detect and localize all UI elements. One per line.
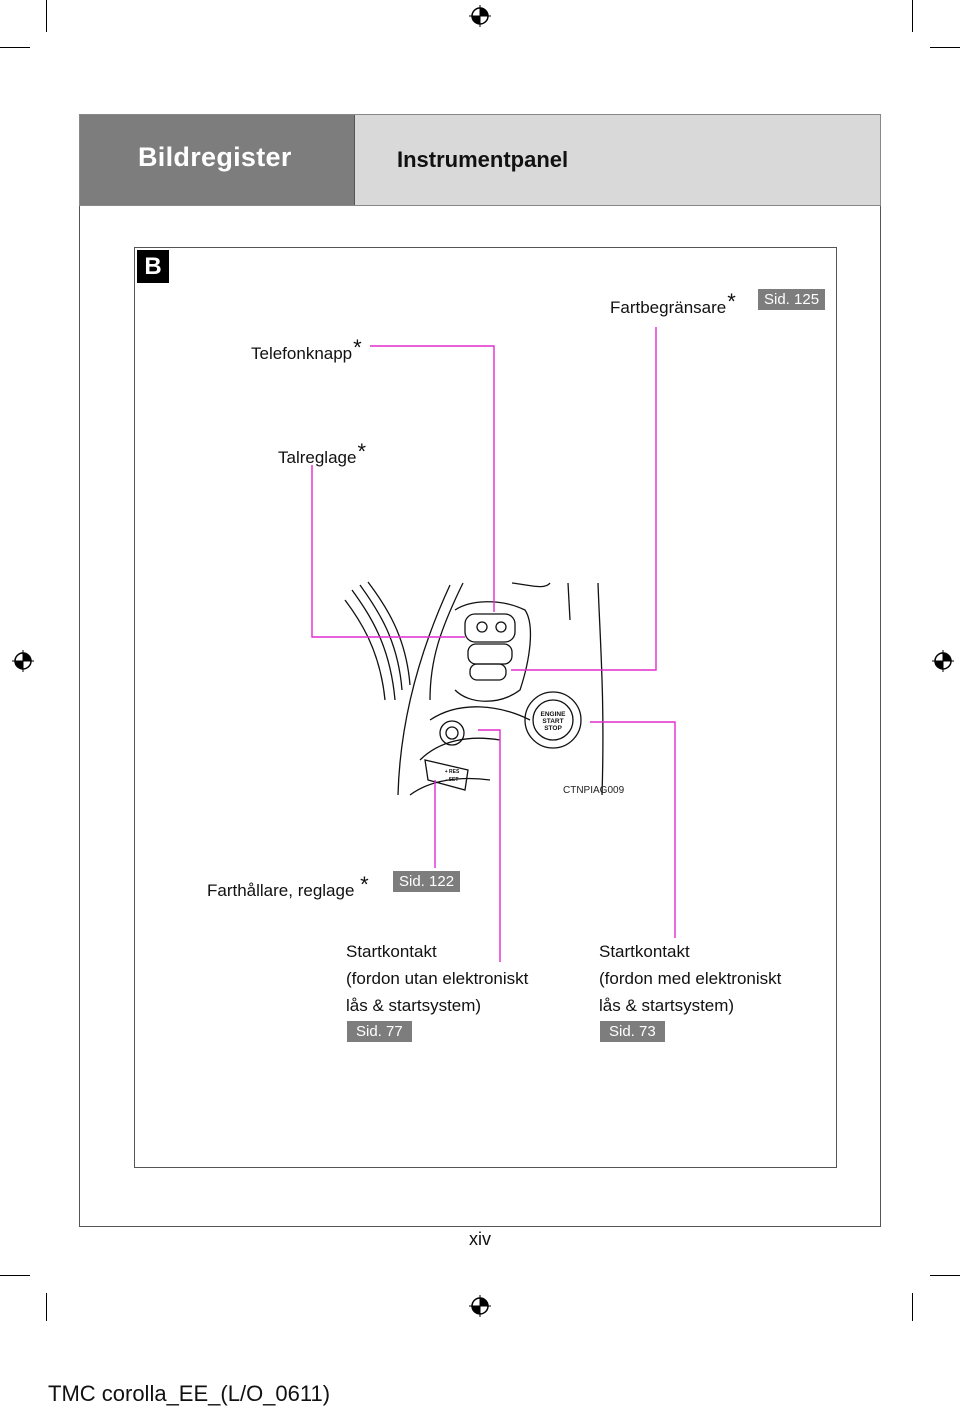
registration-mark-icon [469, 5, 491, 27]
crop-mark [930, 47, 960, 48]
startkontakt-utan-line2: (fordon utan elektroniskt [346, 969, 529, 988]
startkontakt-med-line3: lås & startsystem) [599, 996, 735, 1015]
startkontakt-utan-line3: lås & startsystem) [346, 996, 482, 1015]
page-number: xiv [469, 1229, 491, 1249]
crop-mark [930, 1275, 960, 1276]
page-ref-startkontakt-utan[interactable]: Sid. 77 [347, 1021, 412, 1042]
talreglage-label: Talreglage* [278, 439, 367, 467]
crop-mark [912, 0, 913, 32]
section-tab: Bildregister [80, 115, 355, 205]
fartbegransare-label: Fartbegränsare* [610, 289, 736, 317]
asterisk: * [357, 439, 367, 464]
crop-mark [0, 1275, 30, 1276]
asterisk: * [353, 335, 362, 360]
startkontakt-med-block: Startkontakt (fordon med elektroniskt lå… [599, 938, 781, 1019]
startkontakt-utan-block: Startkontakt (fordon utan elektroniskt l… [346, 938, 528, 1019]
telefonknapp-label: Telefonknapp* [251, 335, 362, 363]
set-label: - SET [446, 777, 459, 783]
leader-lines [311, 327, 676, 962]
stop-label: STOP [544, 725, 562, 732]
page-frame [79, 206, 881, 1227]
startkontakt-utan-line1: Startkontakt [346, 942, 437, 961]
title-bar: Instrumentpanel [355, 115, 880, 205]
start-label: START [542, 718, 563, 725]
illustration-code: CTNPIAG009 [563, 785, 625, 796]
crop-mark [46, 0, 47, 32]
crop-mark [912, 1293, 913, 1321]
page-ref-fartbegransare[interactable]: Sid. 125 [758, 289, 826, 310]
asterisk: * [727, 289, 736, 314]
page-ref-startkontakt-med[interactable]: Sid. 73 [600, 1021, 665, 1042]
print-footer: TMC corolla_EE_(L/O_0611) [48, 1381, 331, 1406]
startkontakt-med-line1: Startkontakt [599, 942, 690, 961]
startkontakt-med-line2: (fordon med elektroniskt [599, 969, 782, 988]
registration-mark-icon [469, 1295, 491, 1317]
illustration-box [134, 247, 837, 1168]
registration-mark-icon [12, 650, 34, 672]
steering-wheel-drawing [344, 581, 604, 796]
registration-mark-icon [932, 650, 954, 672]
page-title: Instrumentpanel [397, 147, 569, 172]
section-title: Bildregister [138, 142, 292, 172]
page-ref-farthallare[interactable]: Sid. 122 [393, 871, 461, 892]
crop-mark [0, 47, 30, 48]
farthallare-label: Farthållare, reglage * [207, 872, 369, 900]
asterisk: * [360, 872, 369, 897]
section-badge: B [137, 250, 169, 283]
crop-mark [46, 1293, 47, 1321]
engine-label: ENGINE [541, 711, 567, 718]
res-label: + RES [445, 769, 460, 775]
page-header: Bildregister Instrumentpanel [79, 114, 881, 206]
